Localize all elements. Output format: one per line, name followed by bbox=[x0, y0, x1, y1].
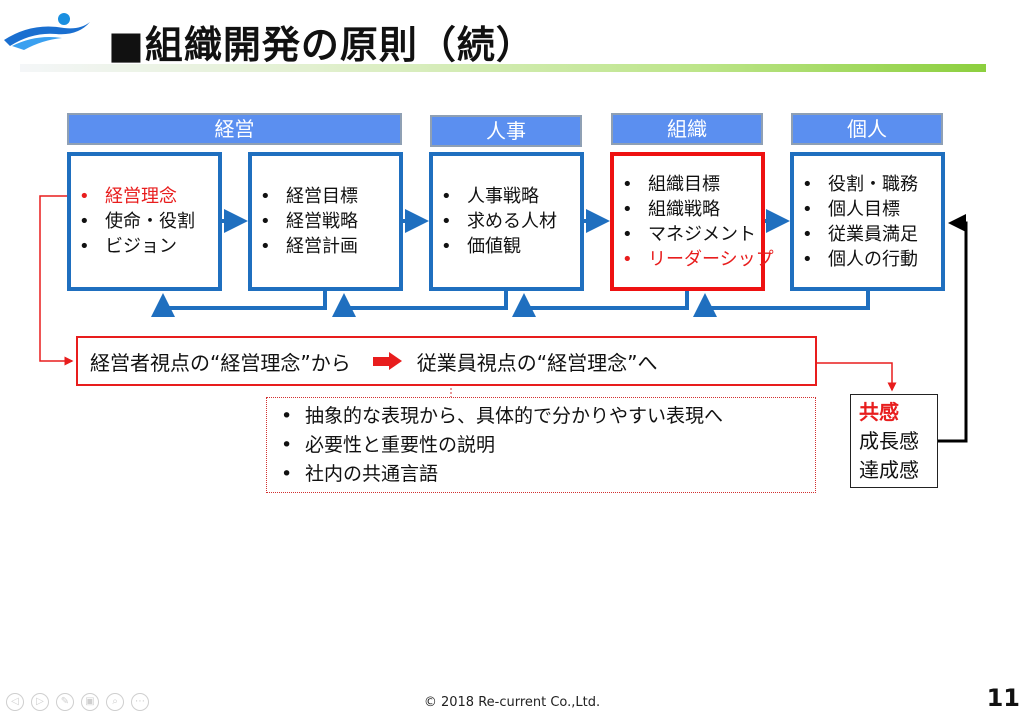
header-organization: 組織 bbox=[611, 113, 763, 145]
slideshow-controls: ◁ ▷ ✎ ▣ ⌕ ⋯ bbox=[6, 693, 149, 711]
list-item: 使命・役割 bbox=[77, 209, 218, 234]
note-item: 必要性と重要性の説明 bbox=[279, 431, 815, 460]
company-logo bbox=[4, 13, 90, 50]
empathy-label: 共感 bbox=[859, 400, 899, 424]
zoom-icon[interactable]: ⌕ bbox=[106, 693, 124, 711]
slide-title: ■組織開発の原則（続） bbox=[108, 23, 535, 67]
feeling-item: 成長感 bbox=[859, 429, 919, 453]
box-individual: 役割・職務 個人目標 従業員満足 個人の行動 bbox=[790, 152, 945, 291]
list-item: 組織目標 bbox=[620, 172, 761, 197]
list-item: 経営目標 bbox=[258, 184, 399, 209]
list-item: 経営理念 bbox=[77, 184, 218, 209]
notes-box: 抽象的な表現から、具体的で分かりやすい表現へ 必要性と重要性の説明 社内の共通言… bbox=[266, 397, 816, 493]
right-arrow-icon bbox=[372, 352, 403, 370]
list-item: 経営戦略 bbox=[258, 209, 399, 234]
box-management-strategy: 経営目標 経営戦略 経営計画 bbox=[248, 152, 403, 291]
feedback-arrow bbox=[332, 291, 508, 317]
note-item: 社内の共通言語 bbox=[279, 460, 815, 489]
philosophy-shift-banner: 経営者視点の“経営理念”から 従業員視点の“経営理念”へ bbox=[76, 336, 817, 386]
next-icon[interactable]: ▷ bbox=[31, 693, 49, 711]
header-management: 経営 bbox=[67, 113, 402, 145]
feedback-arrow bbox=[512, 291, 689, 317]
feelings-box: 共感 成長感 達成感 bbox=[850, 394, 938, 488]
box-management-philosophy: 経営理念 使命・役割 ビジョン bbox=[67, 152, 222, 291]
list-item: 組織戦略 bbox=[620, 197, 761, 222]
feedback-arrow bbox=[151, 291, 327, 317]
list-item: 個人の行動 bbox=[800, 247, 941, 272]
list-item: 人事戦略 bbox=[439, 184, 580, 209]
banner-from-text: 経営者視点の“経営理念”から bbox=[90, 350, 351, 375]
list-item: 経営計画 bbox=[258, 234, 399, 259]
list-item: 従業員満足 bbox=[800, 222, 941, 247]
box-hr: 人事戦略 求める人材 価値観 bbox=[429, 152, 584, 291]
previous-icon[interactable]: ◁ bbox=[6, 693, 24, 711]
feedback-arrow bbox=[693, 291, 870, 317]
pen-icon[interactable]: ✎ bbox=[56, 693, 74, 711]
list-item: 求める人材 bbox=[439, 209, 580, 234]
list-item: 価値観 bbox=[439, 234, 580, 259]
list-item: 個人目標 bbox=[800, 197, 941, 222]
list-item: 役割・職務 bbox=[800, 172, 941, 197]
page-number: 11 bbox=[986, 684, 1020, 712]
header-individual: 個人 bbox=[791, 113, 943, 145]
title-underline bbox=[20, 64, 986, 72]
note-item: 抽象的な表現から、具体的で分かりやすい表現へ bbox=[279, 402, 815, 431]
banner-to-text: 従業員視点の“経営理念”へ bbox=[416, 350, 658, 375]
box-organization: 組織目標 組織戦略 マネジメント リーダーシップ bbox=[610, 152, 774, 291]
slides-icon[interactable]: ▣ bbox=[81, 693, 99, 711]
copyright: © 2018 Re-current Co.,Ltd. bbox=[423, 695, 601, 710]
feeling-item: 達成感 bbox=[859, 458, 919, 482]
list-item: マネジメント bbox=[620, 222, 761, 247]
list-item: リーダーシップ bbox=[620, 247, 774, 272]
empathy-connector bbox=[817, 362, 897, 392]
more-icon[interactable]: ⋯ bbox=[131, 693, 149, 711]
header-hr: 人事 bbox=[430, 115, 582, 147]
list-item: ビジョン bbox=[77, 234, 218, 259]
